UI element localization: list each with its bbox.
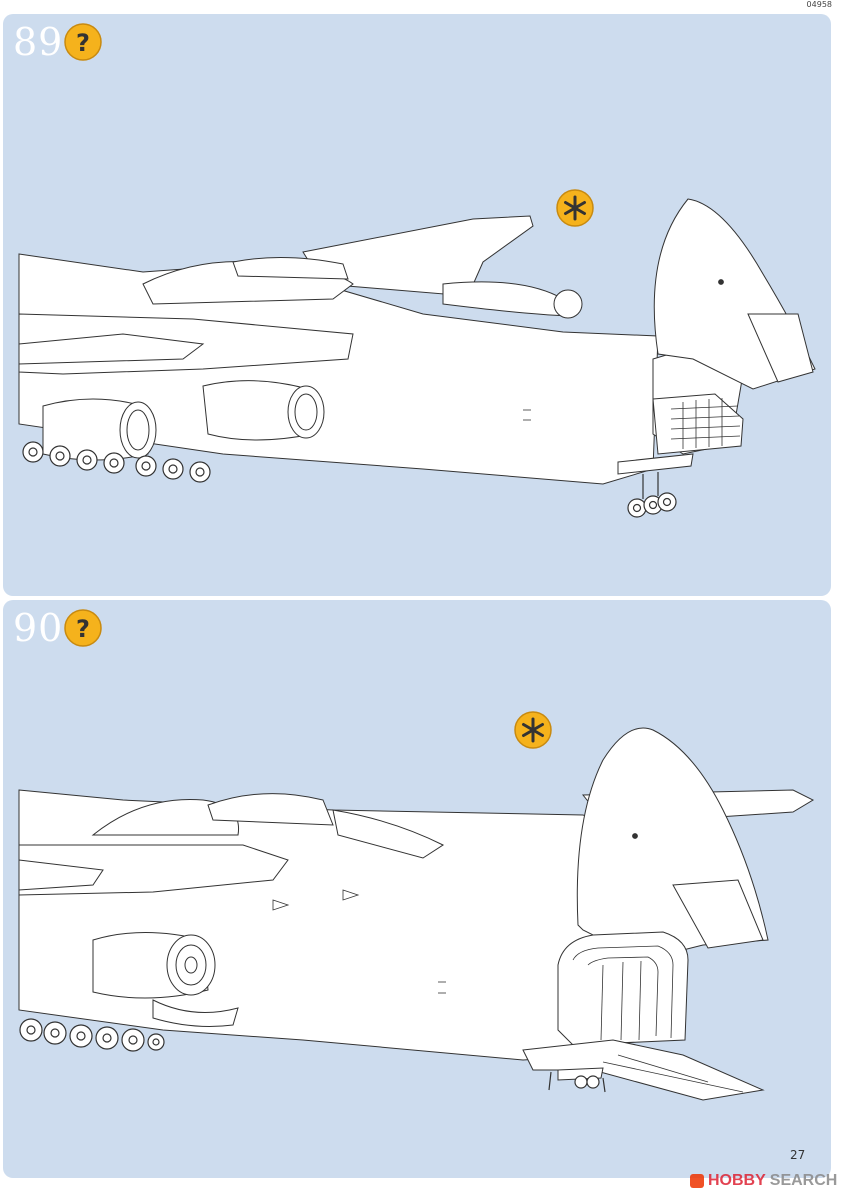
svg-text:?: ?	[76, 29, 90, 57]
question-mark-icon: ?	[64, 23, 102, 61]
watermark-suffix: SEARCH	[769, 1172, 838, 1189]
watermark-brand: HOBBY	[708, 1172, 766, 1189]
svg-text:?: ?	[76, 615, 90, 643]
question-mark-icon: ?	[64, 609, 102, 647]
page-number: 27	[790, 1148, 806, 1162]
hobby-search-logo-icon	[690, 1174, 704, 1188]
watermark: HOBBY SEARCH	[690, 1170, 837, 1192]
step-number: 89	[13, 20, 64, 64]
asterisk-icon	[514, 711, 552, 749]
step-panel-90: 90 ?	[3, 600, 831, 1178]
aircraft-drawing	[18, 727, 815, 1101]
document-code: 04958	[806, 0, 832, 9]
step-number: 90	[13, 606, 64, 650]
step-panel-89: 89 ?	[3, 14, 831, 596]
asterisk-icon	[556, 189, 594, 227]
aircraft-drawing	[18, 198, 816, 518]
